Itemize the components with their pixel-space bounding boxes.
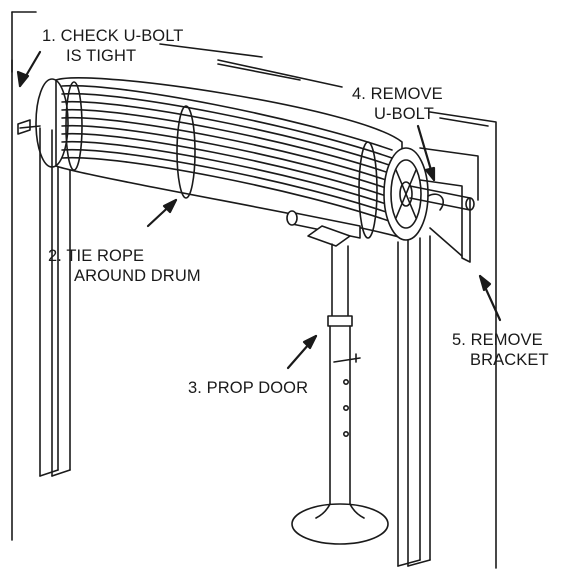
step-1-line-2: IS TIGHT xyxy=(66,47,137,65)
spring-drum xyxy=(35,77,429,241)
step-3-label: 3. PROP DOOR xyxy=(188,378,308,398)
step-4-line-2: U-BOLT xyxy=(374,105,434,123)
callout-arrows xyxy=(16,50,502,370)
left-door-guide xyxy=(17,119,71,477)
step-2-line-2: AROUND DRUM xyxy=(74,267,201,285)
step-1-label: 1. CHECK U-BOLT IS TIGHT xyxy=(42,26,183,66)
step-5-label: 5. REMOVE BRACKET xyxy=(452,330,549,370)
step-1-line-1: 1. CHECK U-BOLT xyxy=(42,27,184,45)
shaft-and-bracket xyxy=(409,179,475,263)
right-door-guide xyxy=(397,235,431,567)
step-3-line-1: 3. PROP DOOR xyxy=(188,379,309,397)
prop-stand xyxy=(286,210,389,545)
step-4-label: 4. REMOVE U-BOLT xyxy=(352,84,443,124)
step-2-label: 2. TIE ROPE AROUND DRUM xyxy=(48,246,201,286)
step-5-line-2: BRACKET xyxy=(470,351,549,369)
step-5-line-1: 5. REMOVE xyxy=(452,331,543,349)
header-outline xyxy=(11,11,497,569)
step-4-line-1: 4. REMOVE xyxy=(352,85,443,103)
step-2-line-1: 2. TIE ROPE xyxy=(48,247,145,265)
